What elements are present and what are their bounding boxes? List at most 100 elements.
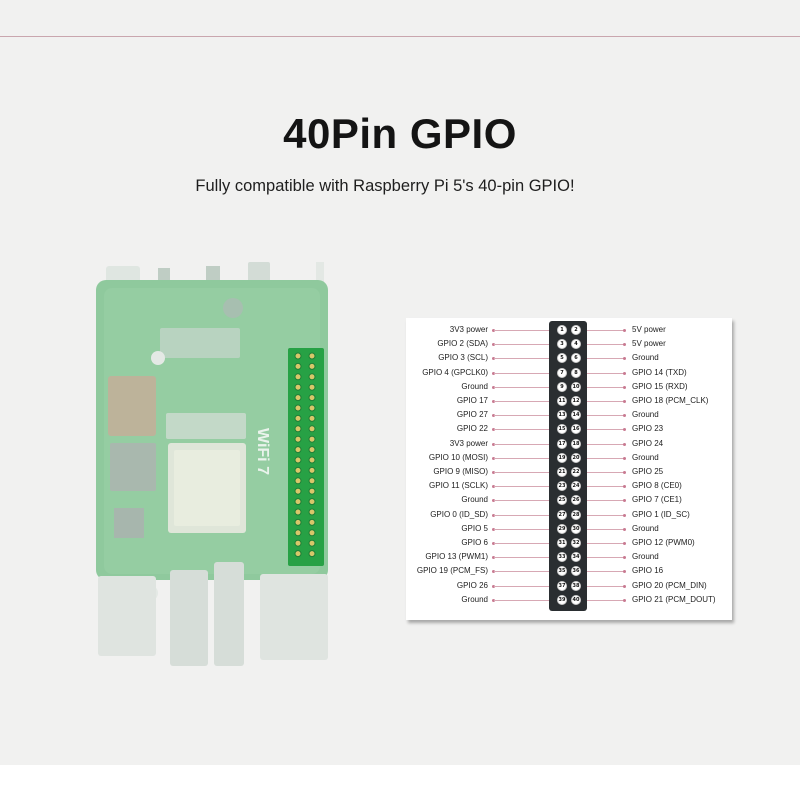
leader-dot: [492, 400, 495, 403]
leader-line: [494, 500, 549, 502]
pin-label-left: GPIO 17: [456, 396, 488, 405]
gpio-pin-odd: 9: [557, 381, 567, 392]
gpio-pin-pad: [294, 456, 302, 464]
gpio-pin-even: 16: [571, 424, 581, 435]
leader-line: [587, 429, 624, 431]
page-subtitle: Fully compatible with Raspberry Pi 5's 4…: [195, 177, 575, 195]
gpio-pin-pad: [294, 425, 302, 433]
leader-dot: [492, 428, 495, 432]
pin-label-left: GPIO 5: [461, 523, 488, 533]
leader-dot: [492, 542, 495, 545]
usb-port: [214, 562, 244, 666]
gpio-pin-odd: 13: [557, 410, 567, 421]
gpio-pin-pad: [294, 477, 302, 485]
mount-hole: [223, 298, 243, 318]
leader-line: [587, 599, 624, 601]
leader-dot: [623, 499, 626, 503]
gpio-pin-pad: [308, 498, 316, 506]
leader-dot: [623, 471, 626, 474]
pin-label-right: GPIO 18 (PCM_CLK): [632, 396, 709, 405]
leader-line: [587, 401, 624, 402]
gpio-pin-even: 34: [571, 552, 581, 563]
pin-label-left: GPIO 9 (MISO): [433, 467, 488, 476]
leader-dot: [623, 598, 626, 602]
pin-label-left: GPIO 26: [456, 580, 488, 590]
pin-label-right: GPIO 14 (TXD): [632, 367, 687, 377]
leader-line: [494, 372, 549, 374]
pin-label-left: GPIO 27: [456, 410, 488, 420]
bottom-band: [0, 765, 800, 800]
gpio-pin-pad: [294, 508, 302, 516]
pin-label-left: GPIO 3 (SCL): [438, 353, 488, 363]
leader-line: [494, 599, 549, 601]
pin-label-right: GPIO 24: [632, 438, 664, 448]
pin-label-right: GPIO 25: [632, 467, 664, 476]
gpio-pin-pad: [308, 487, 316, 495]
gpio-pin-even: 32: [571, 538, 581, 548]
pin-label-left: Ground: [461, 381, 488, 391]
chip: [114, 508, 144, 538]
gpio-pin-even: 4: [571, 339, 581, 350]
gpio-pin-pad: [294, 498, 302, 506]
leader-line: [587, 571, 624, 573]
board-silkscreen: WiFi 7: [254, 428, 271, 475]
wifi-module-shield: [174, 450, 240, 526]
gpio-pin-pad: [294, 404, 302, 412]
gpio-pin-odd: 21: [557, 467, 567, 477]
gpio-pin-odd: 15: [557, 424, 567, 435]
pin-label-left: GPIO 0 (ID_SD): [430, 509, 488, 519]
pin-label-right: GPIO 20 (PCM_DIN): [632, 580, 707, 590]
pin-label-left: GPIO 4 (GPCLK0): [422, 367, 488, 377]
leader-dot: [623, 527, 626, 531]
gpio-pin-even: 22: [571, 467, 581, 477]
gpio-pin-odd: 25: [557, 495, 567, 506]
gpio-pin-pad: [308, 466, 316, 474]
pin-label-left: GPIO 13 (PWM1): [425, 552, 488, 562]
gpio-pin-odd: 39: [557, 594, 567, 605]
ffc-connector: [160, 328, 240, 358]
gpio-pin-pad: [294, 362, 302, 370]
pin-label-right: 5V power: [632, 339, 666, 349]
gpio-pin-even: 18: [571, 438, 581, 449]
leader-dot: [623, 329, 626, 332]
gpio-pin-pad: [294, 352, 302, 360]
pin-label-right: GPIO 23: [632, 424, 664, 434]
pin-label-right: GPIO 8 (CE0): [632, 481, 682, 491]
pin-label-right: GPIO 12 (PWM0): [632, 538, 695, 547]
leader-line: [494, 571, 549, 573]
leader-dot: [492, 385, 495, 389]
gpio-pin-pad: [294, 550, 302, 558]
leader-dot: [492, 343, 495, 347]
gpio-pin-pad: [308, 394, 316, 402]
pin-label-left: GPIO 19 (PCM_FS): [416, 566, 488, 576]
gpio-pin-pad: [308, 362, 316, 370]
leader-line: [494, 386, 549, 388]
leader-dot: [623, 570, 626, 574]
gpio-pin-even: 40: [571, 594, 581, 605]
ethernet-port: [260, 574, 328, 660]
gpio-pin-odd: 3: [557, 339, 567, 350]
component: [151, 351, 165, 365]
gpio-pin-pad: [294, 394, 302, 402]
pin-label-left: 3V3 power: [449, 325, 488, 334]
gpio-pin-odd: 17: [557, 438, 567, 449]
gpio-pin-pad: [308, 446, 316, 454]
gpio-pin-even: 30: [571, 523, 581, 534]
gpio-pin-pad: [308, 529, 316, 537]
leader-dot: [623, 414, 626, 418]
gpio-pin-pad: [308, 404, 316, 412]
leader-dot: [492, 499, 495, 503]
gpio-pin-odd: 23: [557, 481, 567, 492]
leader-dot: [623, 556, 626, 560]
pin-label-right: Ground: [632, 452, 659, 462]
gpio-pin-even: 2: [571, 325, 581, 335]
leader-dot: [492, 329, 495, 332]
gpio-pin-odd: 5: [557, 353, 567, 364]
leader-line: [587, 358, 624, 360]
leader-dot: [623, 513, 626, 517]
top-divider: [0, 36, 800, 37]
pin-label-right: 5V power: [632, 325, 666, 334]
pin-label-left: GPIO 22: [456, 424, 488, 434]
gpio-pin-even: 8: [571, 367, 581, 378]
leader-dot: [492, 556, 495, 560]
